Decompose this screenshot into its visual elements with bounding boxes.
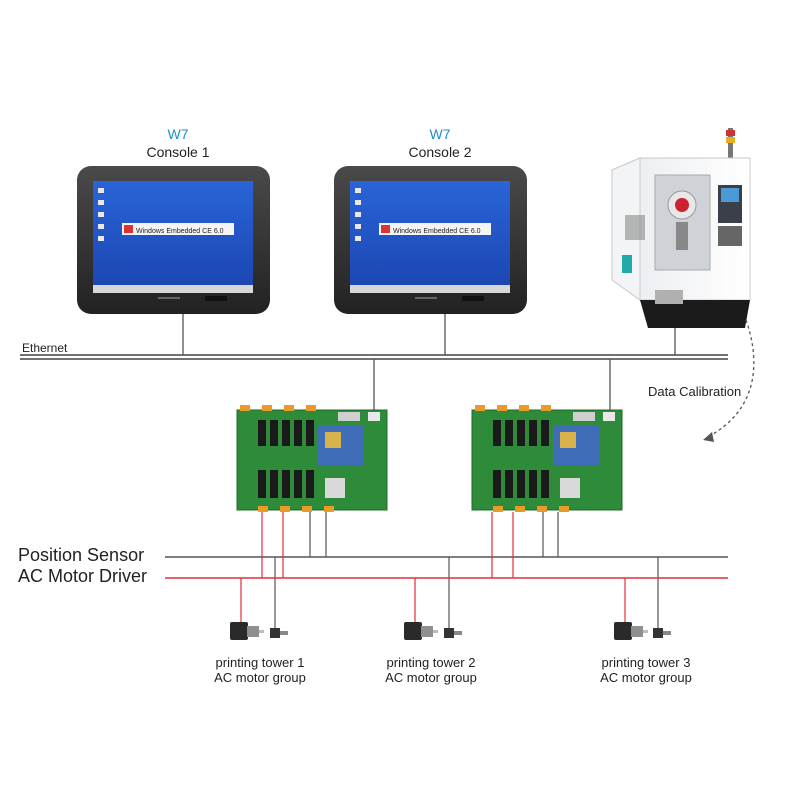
ethernet-bus <box>20 314 728 410</box>
tower-3-line2: AC motor group <box>600 670 692 685</box>
position-sensor-label: Position Sensor <box>18 545 145 565</box>
tower-2-line1: printing tower 2 <box>386 655 476 670</box>
tower-1-line2: AC motor group <box>214 670 306 685</box>
tower-1-label: printing tower 1 AC motor group <box>180 655 340 685</box>
motor-group-2 <box>404 622 462 640</box>
motor-group-1 <box>230 622 288 640</box>
ethernet-label: Ethernet <box>22 341 68 355</box>
tower-3-label: printing tower 3 AC motor group <box>566 655 726 685</box>
cnc-machine <box>611 128 751 328</box>
position-sensor-bus <box>165 512 728 628</box>
console-2-screen-text: Windows Embedded CE 6.0 <box>393 228 481 235</box>
console-2-panel: Windows Embedded CE 6.0 <box>334 166 527 314</box>
tower-2-line2: AC motor group <box>385 670 477 685</box>
console-1-screen-text: Windows Embedded CE 6.0 <box>136 228 224 235</box>
console-1-name: Console 1 <box>146 144 210 160</box>
calibration-arrow <box>703 319 755 442</box>
console-1-model: W7 <box>167 126 189 142</box>
console-2-model: W7 <box>429 126 451 142</box>
console-2-name: Console 2 <box>408 144 472 160</box>
tower-2-label: printing tower 2 AC motor group <box>351 655 511 685</box>
motor-group-3 <box>614 622 671 640</box>
ac-motor-driver-bus <box>165 512 728 622</box>
console-2-screen <box>350 181 510 293</box>
tower-1-line1: printing tower 1 <box>215 655 305 670</box>
data-calibration-label: Data Calibration <box>648 384 742 399</box>
controller-board-2 <box>471 405 623 512</box>
tower-3-line1: printing tower 3 <box>601 655 691 670</box>
console-1-panel: Windows Embedded CE 6.0 <box>77 166 270 314</box>
ac-motor-driver-label: AC Motor Driver <box>18 566 148 586</box>
console-1-screen <box>93 181 253 293</box>
controller-board-1 <box>236 405 388 512</box>
